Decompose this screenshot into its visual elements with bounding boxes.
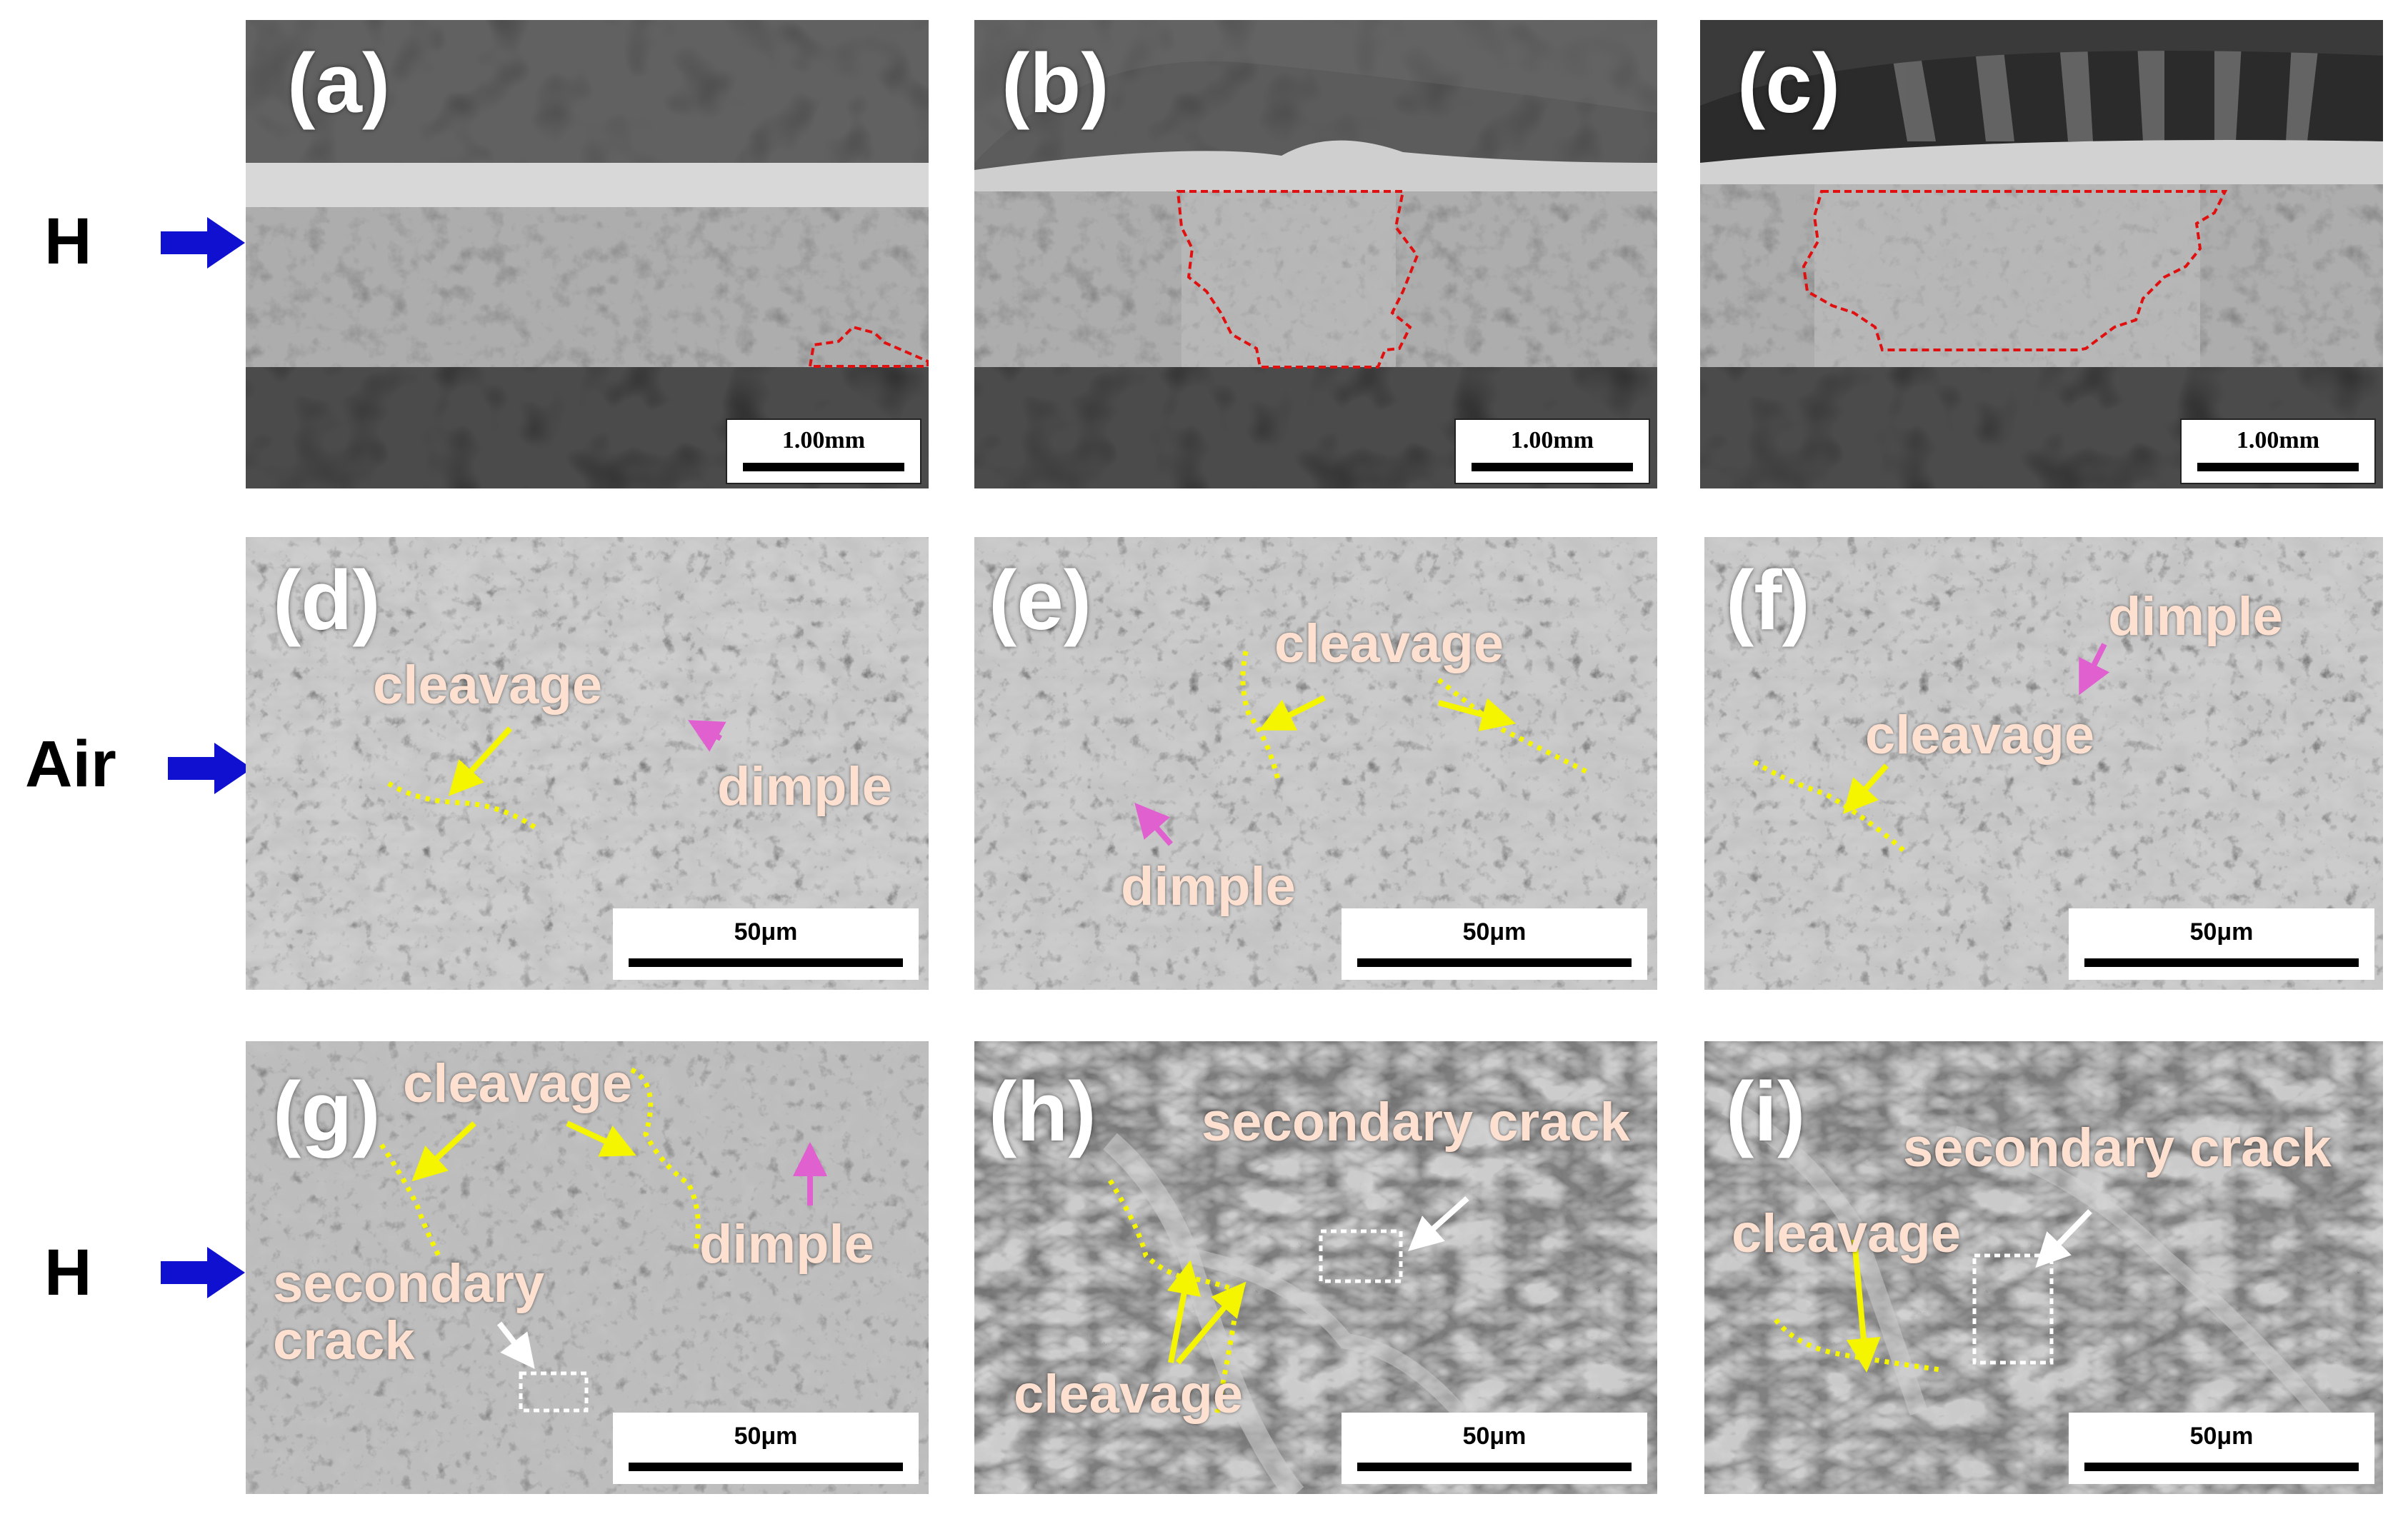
- row-arrow-icon: [168, 743, 252, 794]
- panel-f: (f) dimple cleavage 50μm: [1704, 537, 2383, 990]
- scale-bar-label: 50μm: [1462, 1423, 1527, 1450]
- panel-letter: (h): [989, 1065, 1096, 1159]
- panel-c: (c) 1.00mm: [1700, 20, 2383, 488]
- scale-bar-label: 50μm: [734, 1423, 798, 1450]
- scale-bar-label: 1.00mm: [781, 427, 866, 453]
- scale-bar-box: 50μm: [613, 908, 919, 980]
- panel-letter: (d): [273, 553, 381, 648]
- scale-bar-box: 1.00mm: [2180, 418, 2376, 484]
- scale-bar: [1357, 958, 1632, 967]
- annotation-secondary-crack: secondary crack: [1903, 1118, 2332, 1178]
- panel-d: (d) cleavage dimple 50μm: [246, 537, 929, 990]
- panel-i: (i) secondary crack cleavage 50μm: [1704, 1041, 2383, 1494]
- annotation-dimple: dimple: [1121, 856, 1296, 917]
- annotation-cleavage: cleavage: [373, 655, 603, 716]
- panel-h: (h) secondary crack cleavage 50μm: [974, 1041, 1657, 1494]
- scale-bar-box: 1.00mm: [726, 418, 921, 484]
- scale-bar-label: 50μm: [2189, 918, 2254, 946]
- panel-g: (g) cleavage dimple secondary crack 50μm: [246, 1041, 929, 1494]
- panel-a: (a) 1.00mm: [246, 20, 929, 488]
- annotation-cleavage: cleavage: [1732, 1203, 1962, 1264]
- scale-bar-box: 50μm: [1342, 908, 1647, 980]
- scale-bar-label: 50μm: [734, 918, 798, 946]
- scale-bar-label: 1.00mm: [2236, 427, 2320, 453]
- panel-letter: (a): [287, 36, 391, 131]
- panel-letter: (i): [1726, 1065, 1806, 1159]
- panel-e: (e) cleavage dimple 50μm: [974, 537, 1657, 990]
- annotation-cleavage: cleavage: [1014, 1364, 1244, 1425]
- scale-bar: [629, 958, 903, 967]
- scale-bar-box: 50μm: [1342, 1413, 1647, 1484]
- scale-bar: [2197, 463, 2359, 471]
- scale-bar-label: 50μm: [2189, 1423, 2254, 1450]
- scale-bar: [1472, 463, 1633, 471]
- scale-bar-label: 1.00mm: [1510, 427, 1594, 453]
- scale-bar-box: 50μm: [2069, 1413, 2374, 1484]
- panel-letter: (e): [989, 553, 1092, 648]
- scale-bar-box: 50μm: [2069, 908, 2374, 980]
- row-arrow-icon: [161, 217, 245, 269]
- panel-letter: (b): [1001, 36, 1109, 131]
- row-label-h-bottom: H: [44, 1236, 92, 1309]
- annotation-secondary-crack: secondary crack: [1201, 1092, 1630, 1153]
- scale-bar-box: 50μm: [613, 1413, 919, 1484]
- scale-bar: [743, 463, 904, 471]
- panel-letter: (c): [1737, 36, 1841, 131]
- scale-bar: [2084, 1463, 2359, 1471]
- annotation-secondary-crack: secondary crack: [273, 1253, 545, 1371]
- annotation-cleavage: cleavage: [403, 1053, 633, 1114]
- scale-bar: [2084, 958, 2359, 967]
- annotation-dimple: dimple: [699, 1214, 874, 1275]
- annotation-cleavage: cleavage: [1274, 613, 1504, 674]
- scale-bar-box: 1.00mm: [1454, 418, 1650, 484]
- annotation-dimple: dimple: [2108, 586, 2283, 647]
- annotation-cleavage: cleavage: [1865, 705, 2095, 766]
- row-label-air: Air: [25, 728, 116, 801]
- annotation-dimple: dimple: [717, 756, 892, 817]
- panel-b: (b) 1.00mm: [974, 20, 1657, 488]
- scale-bar: [629, 1463, 903, 1471]
- scale-bar: [1357, 1463, 1632, 1471]
- row-label-h-top: H: [44, 205, 92, 278]
- scale-bar-label: 50μm: [1462, 918, 1527, 946]
- row-arrow-icon: [161, 1247, 245, 1298]
- panel-letter: (g): [273, 1065, 381, 1159]
- panel-letter: (f): [1726, 553, 1810, 648]
